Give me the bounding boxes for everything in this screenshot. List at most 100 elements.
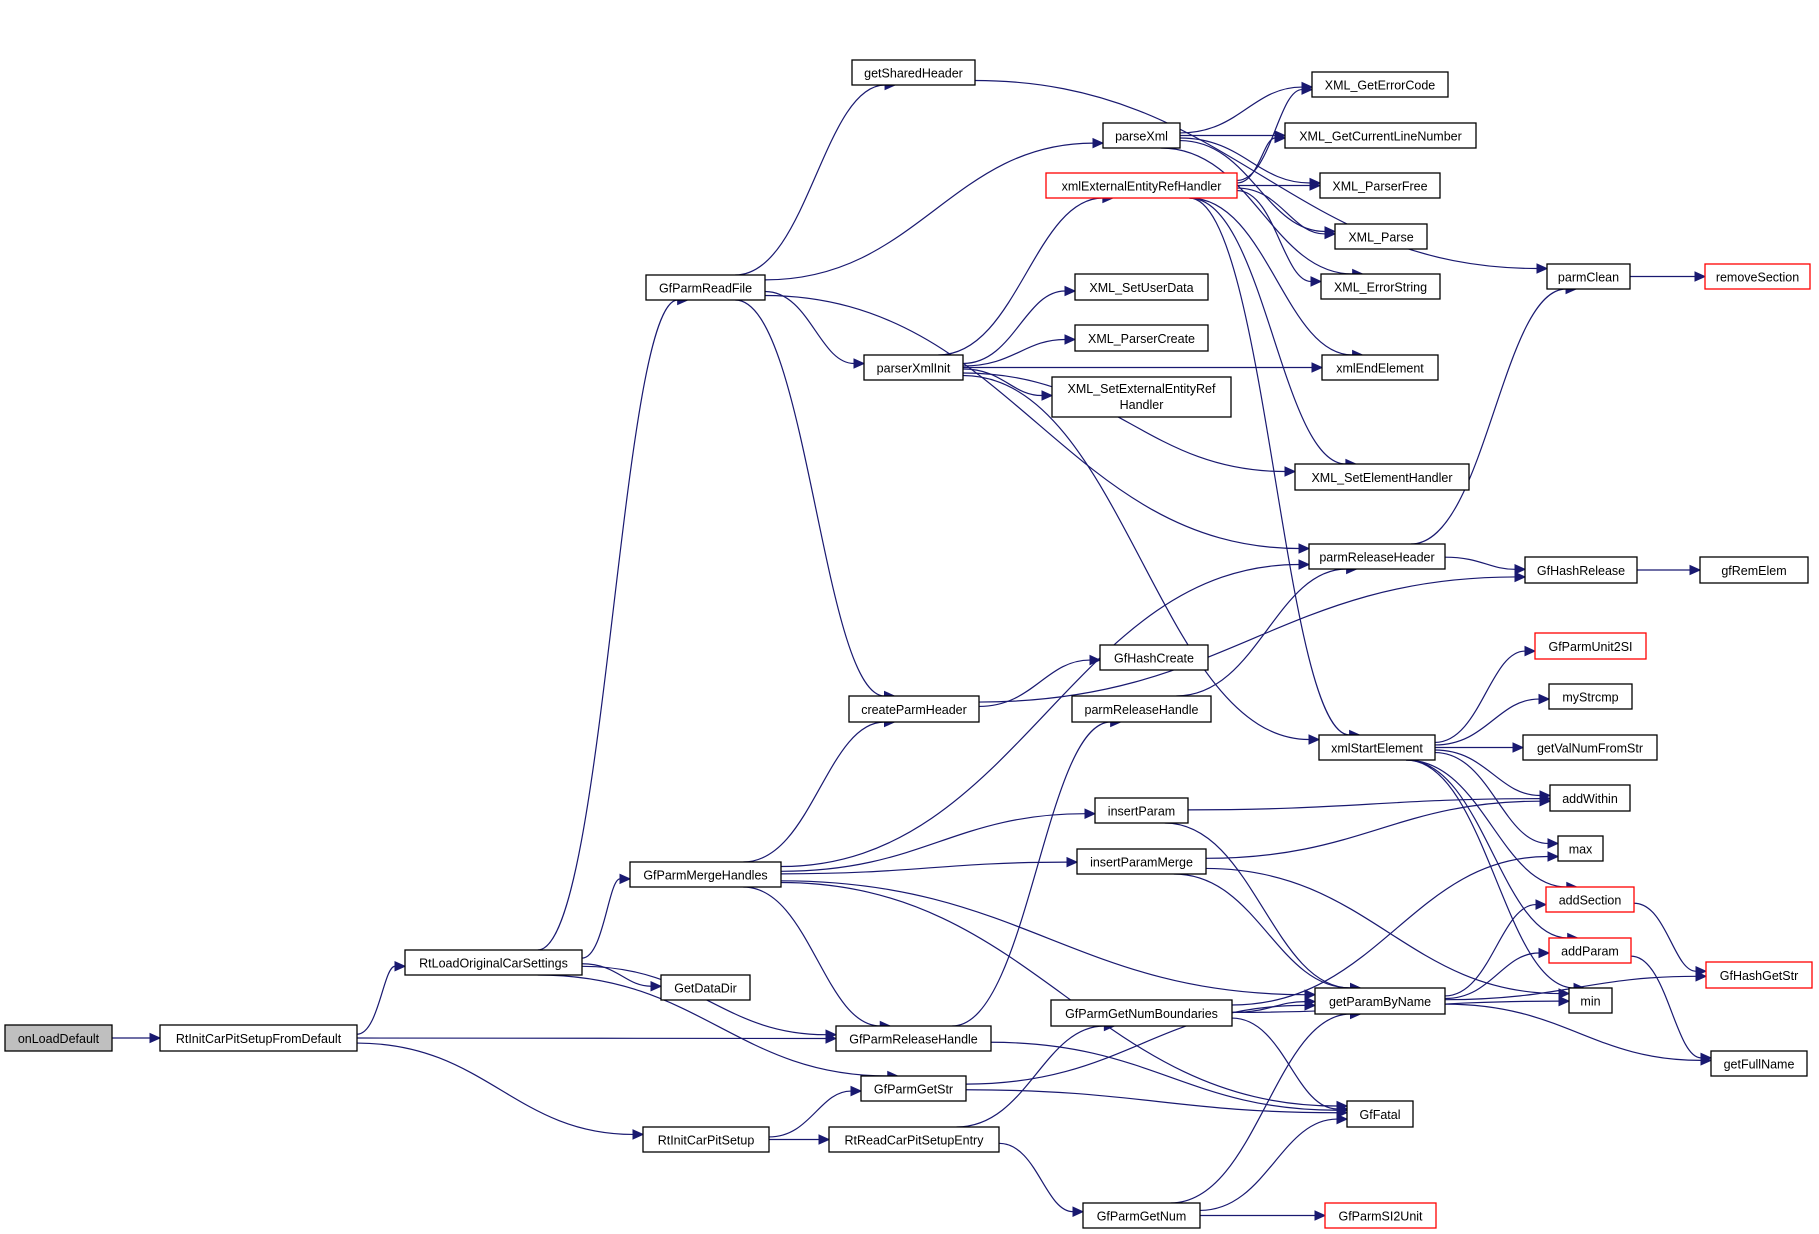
node-insert-param[interactable]: insertParam xyxy=(1094,797,1189,824)
node-gf-parm-release-handle[interactable]: GfParmReleaseHandle xyxy=(835,1025,992,1052)
node-box[interactable] xyxy=(1319,172,1441,199)
node-box[interactable] xyxy=(645,274,766,301)
node-box[interactable] xyxy=(404,949,583,976)
node-box[interactable] xyxy=(4,1024,113,1052)
node-gf-fatal[interactable]: GfFatal xyxy=(1346,1100,1414,1128)
node-box[interactable] xyxy=(1548,683,1633,710)
node-box[interactable] xyxy=(1704,263,1811,290)
node-gf-parm-get-num[interactable]: GfParmGetNum xyxy=(1082,1202,1201,1229)
node-xml-parser-free[interactable]: XML_ParserFree xyxy=(1319,172,1441,199)
node-box[interactable] xyxy=(1314,987,1446,1015)
node-xml-set-user-data[interactable]: XML_SetUserData xyxy=(1074,273,1209,301)
node-add-within[interactable]: addWithin xyxy=(1549,784,1631,812)
node-my-strcmp[interactable]: myStrcmp xyxy=(1548,683,1633,710)
node-xml-start-element[interactable]: xmlStartElement xyxy=(1318,734,1436,761)
node-box[interactable] xyxy=(1545,886,1635,913)
node-gf-parm-si2-unit[interactable]: GfParmSI2Unit xyxy=(1324,1202,1437,1229)
node-xml-external-entity-ref-handler[interactable]: xmlExternalEntityRefHandler xyxy=(1045,172,1238,199)
node-box[interactable] xyxy=(851,59,976,86)
node-get-val-num-from-str[interactable]: getValNumFromStr xyxy=(1522,734,1658,761)
node-box[interactable] xyxy=(629,861,782,888)
node-box[interactable] xyxy=(1284,122,1477,149)
node-get-param-by-name[interactable]: getParamByName xyxy=(1314,987,1446,1015)
node-box[interactable] xyxy=(1045,172,1238,199)
node-box[interactable] xyxy=(828,1126,1000,1153)
node-xml-parser-create[interactable]: XML_ParserCreate xyxy=(1074,324,1209,352)
node-gf-hash-release[interactable]: GfHashRelease xyxy=(1524,556,1638,584)
node-box[interactable] xyxy=(1308,543,1446,570)
node-box[interactable] xyxy=(1549,784,1631,812)
node-box[interactable] xyxy=(1334,223,1428,250)
node-get-full-name[interactable]: getFullName xyxy=(1710,1050,1808,1077)
node-box[interactable] xyxy=(1051,376,1232,418)
node-parse-xml[interactable]: parseXml xyxy=(1102,122,1181,149)
node-box[interactable] xyxy=(1318,734,1436,761)
node-box[interactable] xyxy=(1557,835,1604,862)
node-parser-xml-init[interactable]: parserXmlInit xyxy=(863,354,964,381)
node-remove-section[interactable]: removeSection xyxy=(1704,263,1811,290)
node-box[interactable] xyxy=(1346,1100,1414,1128)
node-box[interactable] xyxy=(1534,632,1647,660)
node-box[interactable] xyxy=(1546,263,1631,290)
node-parm-clean[interactable]: parmClean xyxy=(1546,263,1631,290)
node-rt-init-car-pit-setup[interactable]: RtInitCarPitSetup xyxy=(642,1126,770,1153)
node-max[interactable]: max xyxy=(1557,835,1604,862)
node-xml-parse[interactable]: XML_Parse xyxy=(1334,223,1428,250)
node-add-section[interactable]: addSection xyxy=(1545,886,1635,913)
node-box[interactable] xyxy=(1094,797,1189,824)
node-xml-get-error-code[interactable]: XML_GetErrorCode xyxy=(1311,71,1449,98)
node-box[interactable] xyxy=(1699,556,1809,584)
node-box[interactable] xyxy=(1705,961,1813,989)
node-get-shared-header[interactable]: getSharedHeader xyxy=(851,59,976,86)
node-gf-hash-create[interactable]: GfHashCreate xyxy=(1099,644,1209,671)
node-create-parm-header[interactable]: createParmHeader xyxy=(848,695,980,723)
node-parm-release-handle[interactable]: parmReleaseHandle xyxy=(1071,695,1212,723)
node-parm-release-header[interactable]: parmReleaseHeader xyxy=(1308,543,1446,570)
node-add-param[interactable]: addParam xyxy=(1548,937,1632,964)
node-box[interactable] xyxy=(1099,644,1209,671)
node-min[interactable]: min xyxy=(1568,987,1613,1014)
node-gf-parm-get-str[interactable]: GfParmGetStr xyxy=(860,1075,967,1102)
node-gf-parm-merge-handles[interactable]: GfParmMergeHandles xyxy=(629,861,782,888)
node-box[interactable] xyxy=(159,1024,358,1052)
node-xml-get-current-line-number[interactable]: XML_GetCurrentLineNumber xyxy=(1284,122,1477,149)
node-box[interactable] xyxy=(1102,122,1181,149)
node-box[interactable] xyxy=(1321,354,1439,381)
node-insert-param-merge[interactable]: insertParamMerge xyxy=(1076,848,1207,875)
node-box[interactable] xyxy=(660,974,751,1001)
node-gf-rem-elem[interactable]: gfRemElem xyxy=(1699,556,1809,584)
node-box[interactable] xyxy=(1311,71,1449,98)
node-xml-error-string[interactable]: XML_ErrorString xyxy=(1320,273,1441,300)
node-rt-read-car-pit-setup-entry[interactable]: RtReadCarPitSetupEntry xyxy=(828,1126,1000,1153)
node-box[interactable] xyxy=(1320,273,1441,300)
node-gf-parm-get-num-boundaries[interactable]: GfParmGetNumBoundaries xyxy=(1050,999,1233,1027)
node-box[interactable] xyxy=(1074,324,1209,352)
node-rt-load-original-car-settings[interactable]: RtLoadOriginalCarSettings xyxy=(404,949,583,976)
node-box[interactable] xyxy=(1082,1202,1201,1229)
node-box[interactable] xyxy=(1548,937,1632,964)
node-box[interactable] xyxy=(1522,734,1658,761)
node-box[interactable] xyxy=(1294,463,1470,491)
node-box[interactable] xyxy=(1050,999,1233,1027)
node-box[interactable] xyxy=(1568,987,1613,1014)
node-box[interactable] xyxy=(642,1126,770,1153)
node-xml-set-element-handler[interactable]: XML_SetElementHandler xyxy=(1294,463,1470,491)
node-box[interactable] xyxy=(1324,1202,1437,1229)
node-xml-end-element[interactable]: xmlEndElement xyxy=(1321,354,1439,381)
node-box[interactable] xyxy=(860,1075,967,1102)
node-box[interactable] xyxy=(863,354,964,381)
node-box[interactable] xyxy=(1071,695,1212,723)
node-gf-hash-get-str[interactable]: GfHashGetStr xyxy=(1705,961,1813,989)
node-box[interactable] xyxy=(1074,273,1209,301)
node-box[interactable] xyxy=(848,695,980,723)
node-box[interactable] xyxy=(1076,848,1207,875)
node-box[interactable] xyxy=(835,1025,992,1052)
node-gf-parm-unit2-si[interactable]: GfParmUnit2SI xyxy=(1534,632,1647,660)
node-box[interactable] xyxy=(1710,1050,1808,1077)
node-box[interactable] xyxy=(1524,556,1638,584)
node-gf-parm-read-file[interactable]: GfParmReadFile xyxy=(645,274,766,301)
node-rt-init-car-pit-setup-from-default[interactable]: RtInitCarPitSetupFromDefault xyxy=(159,1024,358,1052)
node-get-data-dir[interactable]: GetDataDir xyxy=(660,974,751,1001)
node-on-load-default[interactable]: onLoadDefault xyxy=(4,1024,113,1052)
